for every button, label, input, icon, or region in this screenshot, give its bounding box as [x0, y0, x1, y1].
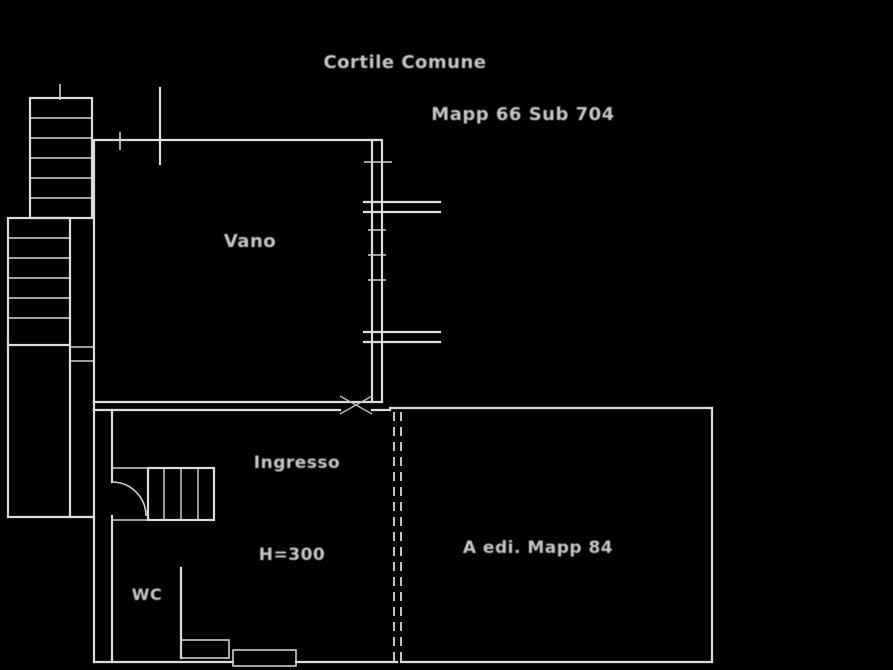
room-label-vano: Vano [224, 231, 276, 252]
staircase-lower-flight [6, 216, 72, 347]
staircase-upper [28, 84, 94, 220]
ingresso-room-walls [92, 400, 399, 667]
staircase-lower [6, 216, 72, 347]
adjacent-parcel-label: A edi. Mapp 84 [463, 538, 613, 558]
room-label-ingresso: Ingresso [254, 453, 340, 473]
door-swing-mark [339, 395, 373, 415]
door-threshold [232, 649, 297, 667]
stair-lower-block [112, 466, 216, 522]
labels: Cortile Comune Mapp 66 Sub 704 Vano Ingr… [132, 52, 614, 604]
parcel-label: Mapp 66 Sub 704 [431, 104, 614, 125]
adjacent-area-walls [388, 406, 714, 664]
right-wall-stubs [362, 200, 442, 344]
wc-partition [179, 566, 230, 660]
door-arc [111, 481, 147, 517]
main-room-outline [92, 138, 384, 404]
left-corridor-walls [6, 343, 96, 519]
height-label: H=300 [259, 545, 325, 565]
title-label: Cortile Comune [323, 52, 486, 73]
main-room-walls [92, 86, 392, 404]
interior-wall-lower [92, 395, 392, 415]
boundary-dashed [393, 412, 402, 662]
wc-door [180, 639, 230, 659]
wc-label: WC [132, 585, 162, 604]
